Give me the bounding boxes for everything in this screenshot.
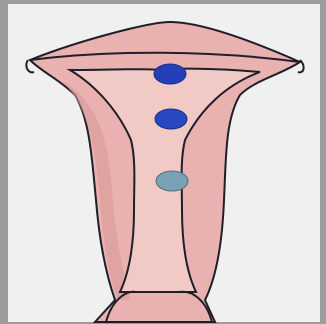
marker-lower [156,171,188,191]
marker-middle [155,109,187,129]
marker-upper [154,64,186,84]
